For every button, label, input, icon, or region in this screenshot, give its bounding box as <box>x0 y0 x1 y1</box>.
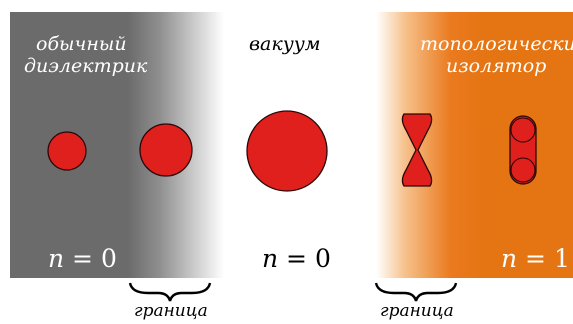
topological-insulator-region <box>376 12 573 278</box>
left-n-rest: = 0 <box>64 244 117 273</box>
left-n-var: n <box>48 244 65 273</box>
hourglass-shape <box>401 113 433 187</box>
small-sphere <box>47 131 87 171</box>
dielectric-label-line2: диэлектрик <box>24 55 148 77</box>
middle-n-value: n = 0 <box>262 244 331 273</box>
right-n-rest: = 1 <box>517 244 570 273</box>
left-boundary-label: граница <box>134 301 208 321</box>
topological-label-line1: топологический <box>420 33 573 55</box>
right-boundary-label: граница <box>380 301 454 321</box>
topological-label-line2: изолятор <box>446 55 547 77</box>
left-n-value: n = 0 <box>48 244 117 273</box>
vacuum-label: вакуум <box>249 33 321 55</box>
right-n-var: n <box>501 244 518 273</box>
right-boundary-brace <box>374 282 458 302</box>
dielectric-label-line1: обычный <box>36 33 127 55</box>
capsule-shape <box>509 115 537 185</box>
left-boundary-brace <box>128 282 212 302</box>
large-sphere <box>246 110 328 192</box>
middle-n-rest: = 0 <box>278 244 331 273</box>
right-n-value: n = 1 <box>501 244 570 273</box>
medium-sphere <box>139 123 193 177</box>
middle-n-var: n <box>262 244 279 273</box>
